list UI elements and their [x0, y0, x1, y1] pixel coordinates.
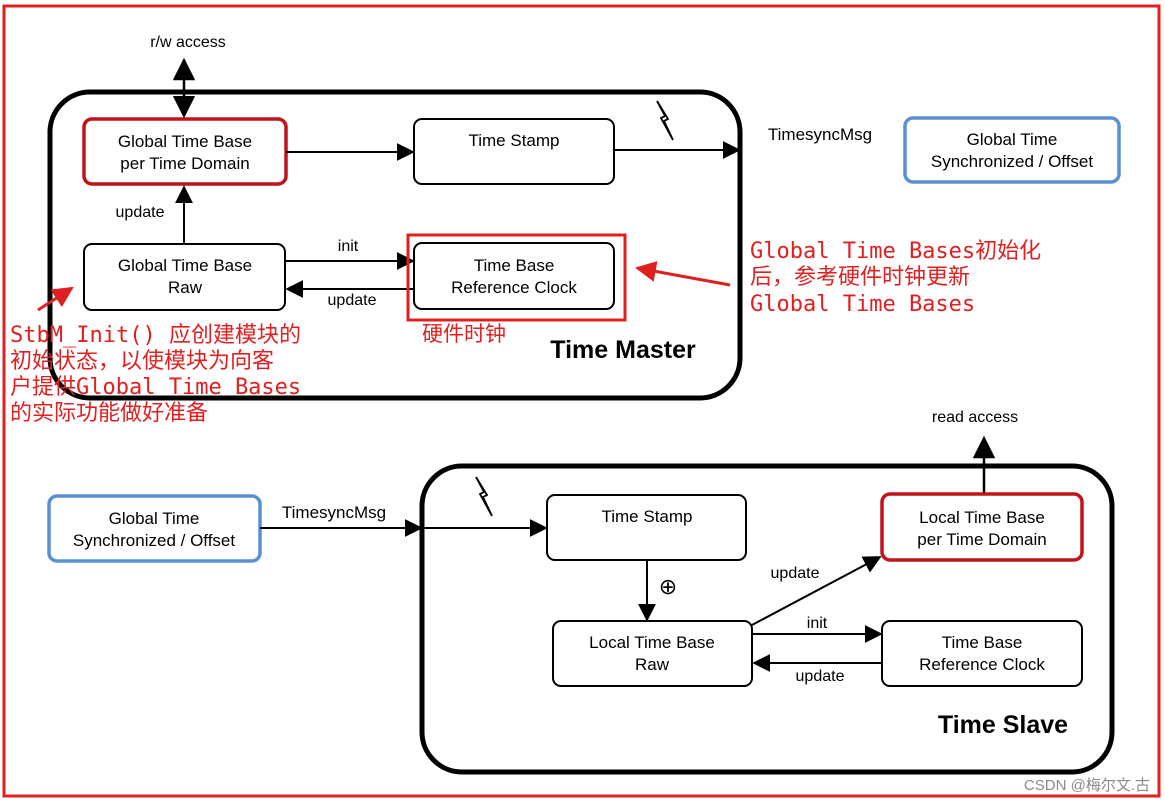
master-time-stamp-box: Time Stamp — [413, 118, 615, 185]
local-time-base-raw-box: Local Time Base Raw — [552, 620, 753, 687]
time-master-container — [47, 89, 743, 401]
hw-clock-highlight — [406, 233, 627, 322]
right-note-line3: Global Time Bases — [750, 292, 975, 317]
global-time-base-box: Global Time Base per Time Domain — [82, 117, 288, 186]
lightning-icon — [475, 476, 493, 517]
svg-text:Global Time: Global Time — [967, 130, 1058, 149]
read-access-label: read access — [932, 409, 1018, 426]
right-note-arrow — [634, 261, 731, 287]
svg-text:Raw: Raw — [635, 655, 670, 674]
update-up-label: update — [116, 204, 165, 221]
slave-ref-clock-box: Time Base Reference Clock — [881, 620, 1083, 687]
global-time-base-raw-box: Global Time Base Raw — [83, 243, 286, 311]
plus-symbol: ⊕ — [659, 574, 677, 599]
time-slave-container — [419, 463, 1115, 775]
slave-sync-offset-box: Global Time Synchronized / Offset — [47, 494, 262, 563]
svg-text:per Time Domain: per Time Domain — [917, 530, 1046, 549]
slave-update-back-label: update — [796, 668, 845, 685]
svg-text:Reference Clock: Reference Clock — [919, 655, 1045, 674]
left-note-line3: 户提供Global Time Bases — [10, 375, 301, 400]
svg-text:Time Base: Time Base — [474, 256, 555, 275]
time-slave-title: Time Slave — [938, 711, 1068, 739]
svg-text:Time Base: Time Base — [942, 633, 1023, 652]
watermark: CSDN @梅尔文.古 — [1024, 777, 1150, 794]
svg-text:Global Time Base: Global Time Base — [118, 132, 252, 151]
master-init-label: init — [338, 238, 359, 255]
svg-text:Synchronized / Offset: Synchronized / Offset — [931, 152, 1093, 171]
raw-to-local-base-arrow — [751, 556, 882, 626]
left-note-arrow — [37, 286, 74, 312]
slave-time-stamp-box: Time Stamp — [546, 494, 747, 561]
master-timesync-label: TimesyncMsg — [768, 125, 872, 144]
svg-text:Local Time Base: Local Time Base — [589, 633, 715, 652]
slave-timesync-label: TimesyncMsg — [282, 503, 386, 522]
svg-text:Synchronized / Offset: Synchronized / Offset — [73, 531, 235, 550]
lightning-icon — [656, 100, 674, 141]
left-note-line1: StbM_Init() 应创建模块的 — [10, 323, 301, 348]
local-time-base-box: Local Time Base per Time Domain — [880, 492, 1084, 562]
right-note-line1: Global Time Bases初始化 — [750, 239, 1041, 264]
svg-text:Time Stamp: Time Stamp — [601, 507, 692, 526]
svg-text:per Time Domain: per Time Domain — [120, 154, 249, 173]
right-note-line2: 后，参考硬件时钟更新 — [750, 265, 970, 290]
svg-text:Local Time Base: Local Time Base — [919, 508, 1045, 527]
hw-clock-note: 硬件时钟 — [422, 322, 506, 346]
time-master-title: Time Master — [550, 336, 696, 364]
left-note-line4: 的实际功能做好准备 — [10, 401, 208, 426]
left-note-line2: 初始状态，以使模块为向客 — [10, 349, 274, 374]
master-update-back-label: update — [328, 292, 377, 309]
slave-init-label: init — [807, 615, 828, 632]
rw-access-label: r/w access — [150, 34, 226, 51]
master-sync-offset-box: Global Time Synchronized / Offset — [903, 116, 1121, 184]
svg-text:Reference Clock: Reference Clock — [451, 278, 577, 297]
slave-update-diag-label: update — [771, 565, 820, 582]
outer-frame — [2, 4, 1161, 798]
svg-text:Time Stamp: Time Stamp — [468, 131, 559, 150]
svg-text:Global Time Base: Global Time Base — [118, 256, 252, 275]
svg-text:Global Time: Global Time — [109, 509, 200, 528]
svg-text:Raw: Raw — [168, 278, 203, 297]
master-ref-clock-box: Time Base Reference Clock — [413, 242, 615, 310]
